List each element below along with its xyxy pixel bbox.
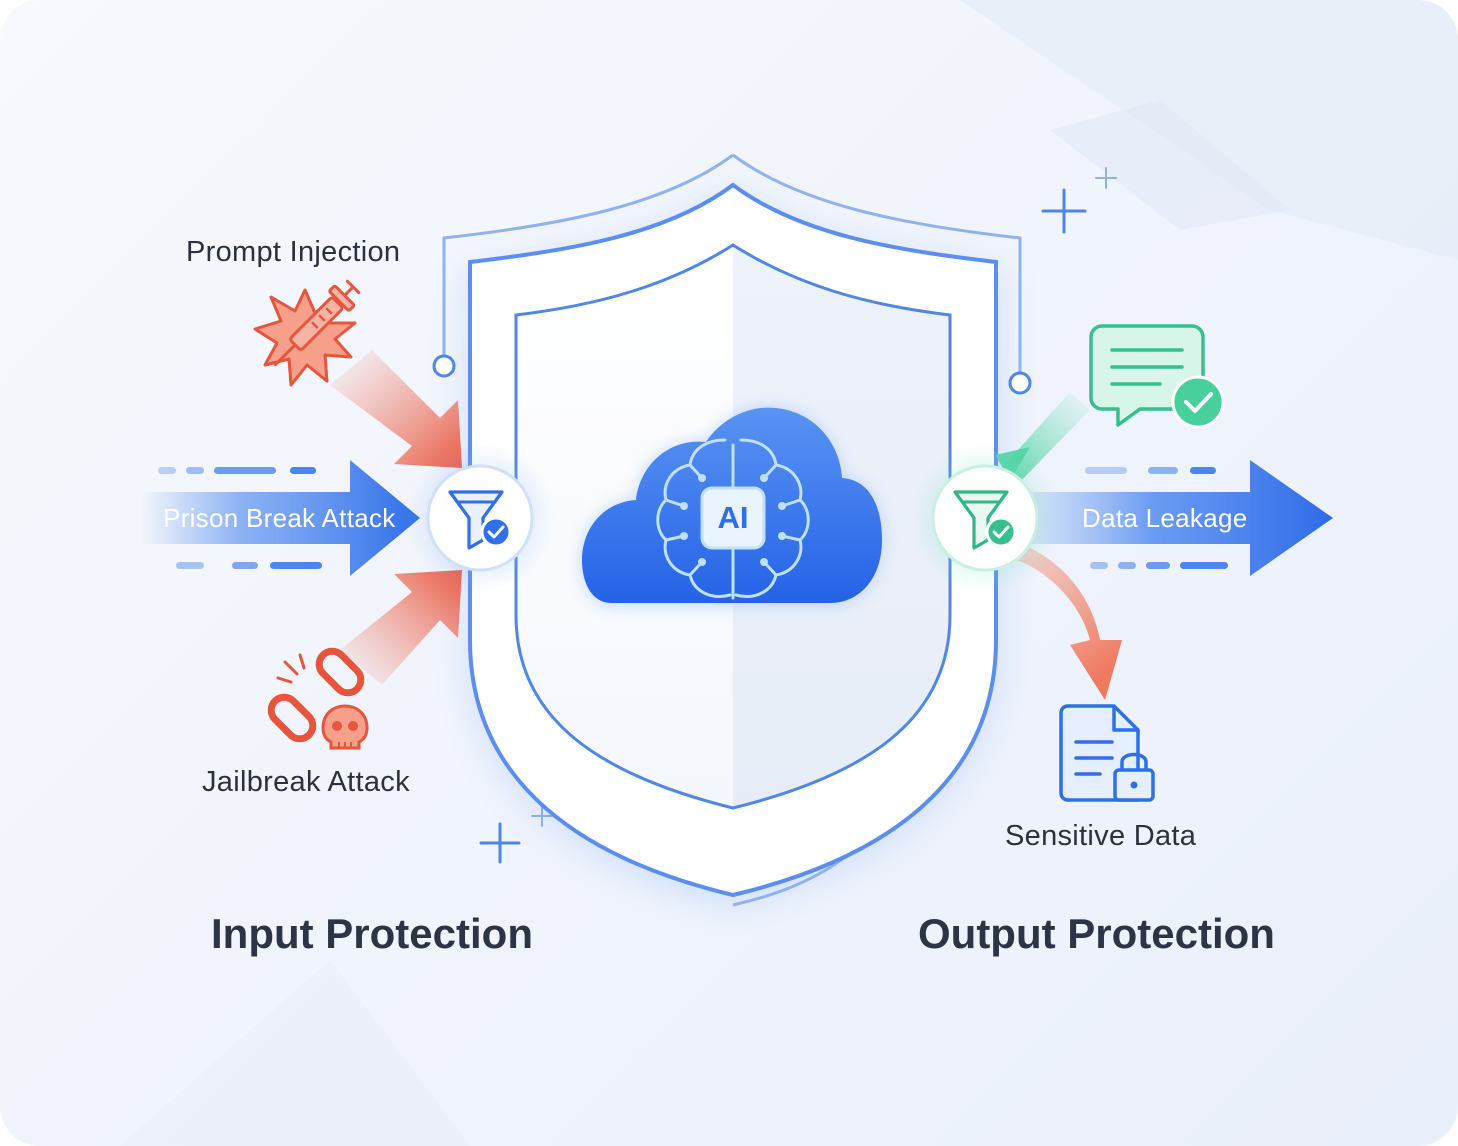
syringe-burst-icon [253,279,361,387]
output-protection-title: Output Protection [918,910,1275,957]
label-prompt-injection: Prompt Injection [186,236,401,268]
funnel-check-icon [448,490,512,550]
prison-break-arrow [140,460,420,576]
label-sensitive-data: Sensitive Data [1005,820,1197,852]
locked-document-icon [1059,704,1155,802]
broken-chain-skull-icon [267,647,369,750]
threat-arrow-prompt-injection [330,350,462,468]
shield-inner-outline [514,243,952,810]
shield-outer-outline [732,153,1022,375]
motion-dashes-left [158,467,322,569]
connector-dot [1008,371,1032,395]
output-arrow-sensitive [995,538,1122,700]
data-leakage-arrow [1030,460,1333,576]
chat-check-icon [1089,324,1225,429]
ai-badge: AI [717,500,749,535]
cloud-brain-icon [582,407,882,605]
connector-dot [432,354,456,378]
motion-dashes-right [1085,467,1228,569]
input-protection-title: Input Protection [211,910,533,957]
label-jailbreak: Jailbreak Attack [202,766,410,798]
label-data-leakage: Data Leakage [1082,503,1248,533]
threat-arrow-jailbreak [340,570,462,685]
ai-chip [700,486,766,550]
funnel-check-icon [953,490,1017,550]
sparkle-icon [479,167,1117,864]
label-prison-break: Prison Break Attack [163,503,396,533]
